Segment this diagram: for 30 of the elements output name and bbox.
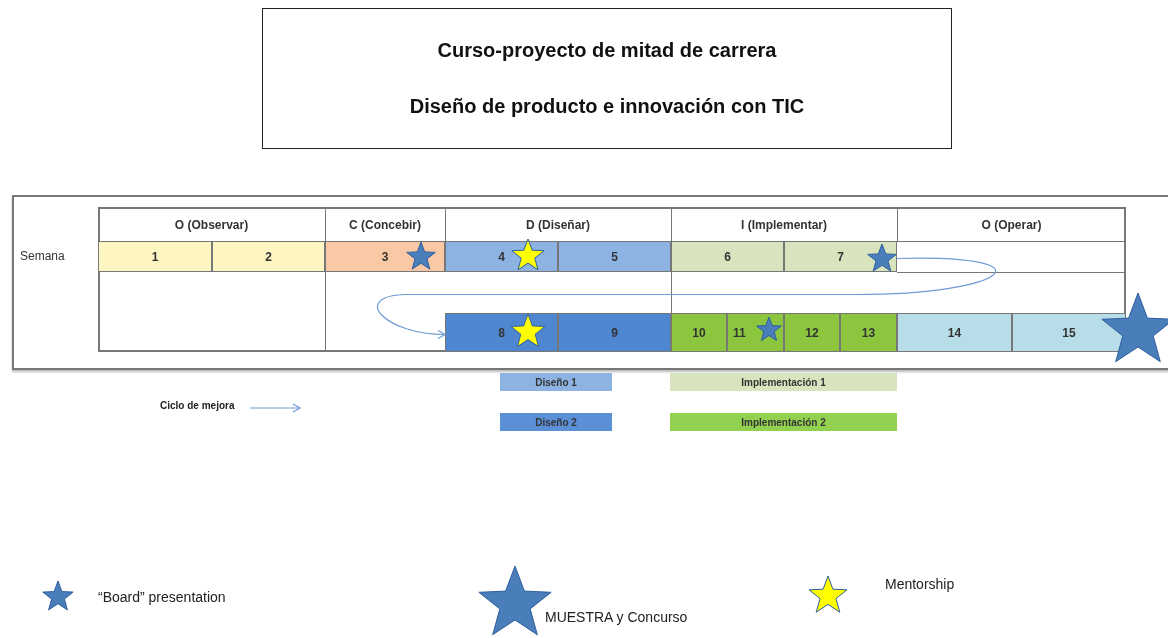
legend-swatch: Diseño 2 xyxy=(500,413,612,431)
legend-text: Mentorship xyxy=(885,576,955,592)
row-label: Semana xyxy=(20,249,65,263)
week-cell: 13 xyxy=(840,313,897,352)
week-cell: 12 xyxy=(784,313,840,352)
legend-swatch: Implementación 1 xyxy=(670,373,897,391)
title-box xyxy=(262,8,952,149)
title-text: Diseño de producto e innovación con TIC xyxy=(409,94,805,118)
week-cell: 15 xyxy=(1012,313,1126,352)
phase-header: D (Diseñar) xyxy=(525,216,591,234)
phase-header: O (Operar) xyxy=(980,216,1043,234)
week-cell: 5 xyxy=(558,241,671,272)
week-cell: 3 xyxy=(325,241,445,272)
loop-arrow xyxy=(377,257,997,339)
legend-text: Ciclo de mejora xyxy=(160,400,235,411)
week-cell: 14 xyxy=(897,313,1012,352)
legend-swatch: Diseño 1 xyxy=(500,373,612,391)
week-cell: 9 xyxy=(558,313,671,352)
phase-header: O (Observar) xyxy=(173,216,250,234)
legend-swatch: Implementación 2 xyxy=(670,413,897,431)
phase-header: I (Implementar) xyxy=(740,216,828,234)
phase-header: C (Concebir) xyxy=(348,216,422,234)
title-text: Curso-proyecto de mitad de carrera xyxy=(437,39,777,63)
week-cell: 6 xyxy=(671,241,784,272)
week-cell: 1 xyxy=(98,241,212,272)
week-cell: 7 xyxy=(784,241,897,272)
legend-text: MUESTRA y Concurso xyxy=(545,609,688,625)
week-cell: 2 xyxy=(212,241,325,272)
week-cell: 10 xyxy=(671,313,727,352)
legend-text: “Board” presentation xyxy=(98,589,226,605)
